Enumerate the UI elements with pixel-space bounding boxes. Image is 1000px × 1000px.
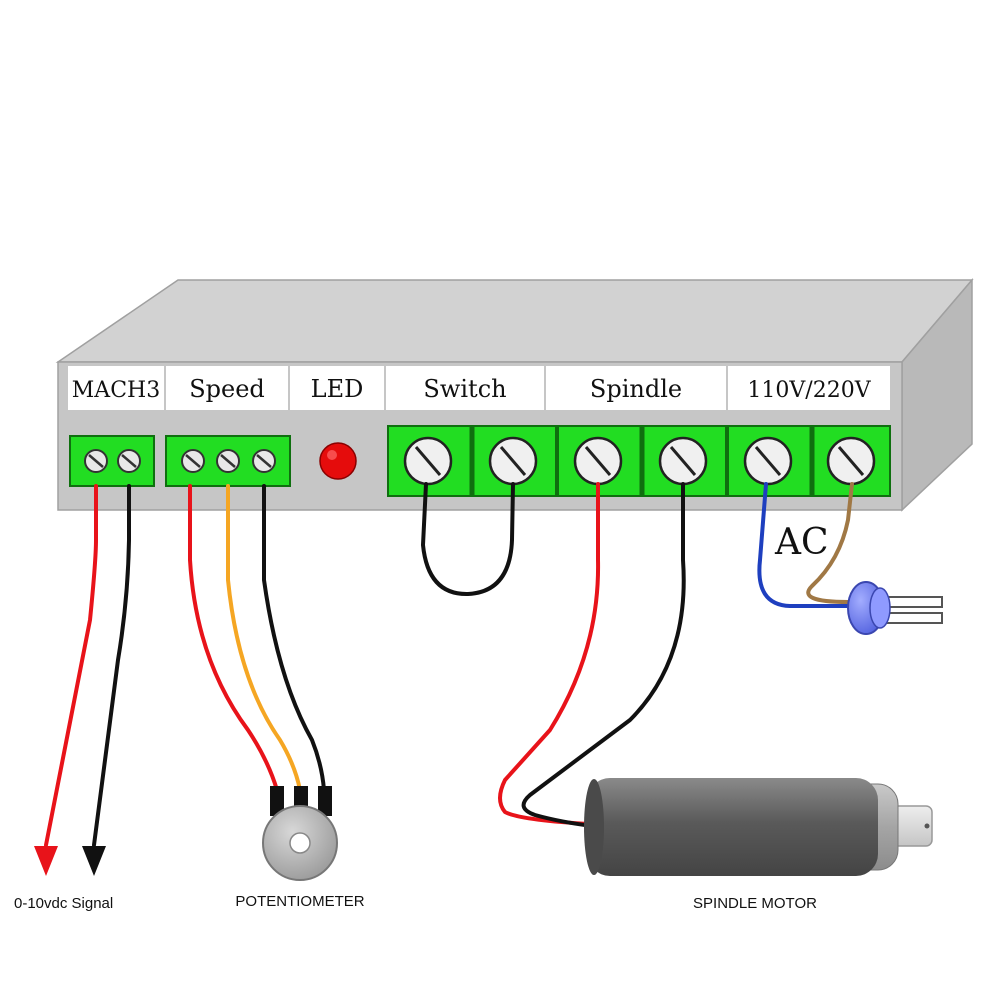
label-switch: Switch <box>423 375 506 403</box>
arrow-down-icon <box>82 846 106 876</box>
wire-ac-blue <box>757 482 850 608</box>
spindle-motor-icon <box>584 778 933 876</box>
label-strip: MACH3 Speed LED Switch Spindle 110V/220V <box>68 366 890 410</box>
screw-terminal-icon <box>488 436 538 486</box>
label-spindle: Spindle <box>590 375 682 403</box>
label-power: 110V/220V <box>747 378 871 403</box>
wire-spindle-red <box>498 482 601 826</box>
screw-terminal-icon <box>181 449 205 473</box>
screw-terminal-icon <box>252 449 276 473</box>
plug-icon <box>847 581 943 635</box>
led-indicator-icon <box>319 442 357 480</box>
screw-terminal-icon <box>573 436 623 486</box>
wire-signal-black <box>92 484 131 847</box>
terminal-speed <box>165 435 291 487</box>
signal-label: 0-10vdc Signal <box>14 895 113 912</box>
screw-terminal-icon <box>743 436 793 486</box>
label-speed: Speed <box>189 375 265 403</box>
potentiometer-label: POTENTIOMETER <box>235 893 364 910</box>
wire-pot-black <box>262 484 326 792</box>
wire-switch-jumper <box>421 482 515 597</box>
wire-pot-orange <box>226 484 302 792</box>
terminal-spindle <box>557 425 727 497</box>
wire-ac-brown <box>806 482 854 604</box>
wire-signal-red <box>44 484 98 847</box>
screw-terminal-icon <box>403 436 453 486</box>
controller-box: MACH3 Speed LED Switch Spindle 110V/220V <box>55 277 974 512</box>
terminal-switch <box>387 425 557 497</box>
terminal-power <box>727 425 891 497</box>
box-top <box>55 279 974 363</box>
wire-spindle-black <box>521 482 686 828</box>
screw-terminal-icon <box>216 449 240 473</box>
terminal-mach3 <box>69 435 155 487</box>
spindle-motor-label: SPINDLE MOTOR <box>693 895 817 912</box>
label-mach3: MACH3 <box>72 378 160 403</box>
arrow-down-icon <box>34 846 58 876</box>
screw-terminal-icon <box>658 436 708 486</box>
label-led: LED <box>311 375 364 403</box>
screw-terminal-icon <box>826 436 876 486</box>
screw-terminal-icon <box>117 449 141 473</box>
screw-terminal-icon <box>84 449 108 473</box>
potentiometer-icon <box>262 786 338 881</box>
wires <box>44 482 854 847</box>
wire-pot-red <box>188 484 279 792</box>
ac-label: AC <box>774 522 829 563</box>
